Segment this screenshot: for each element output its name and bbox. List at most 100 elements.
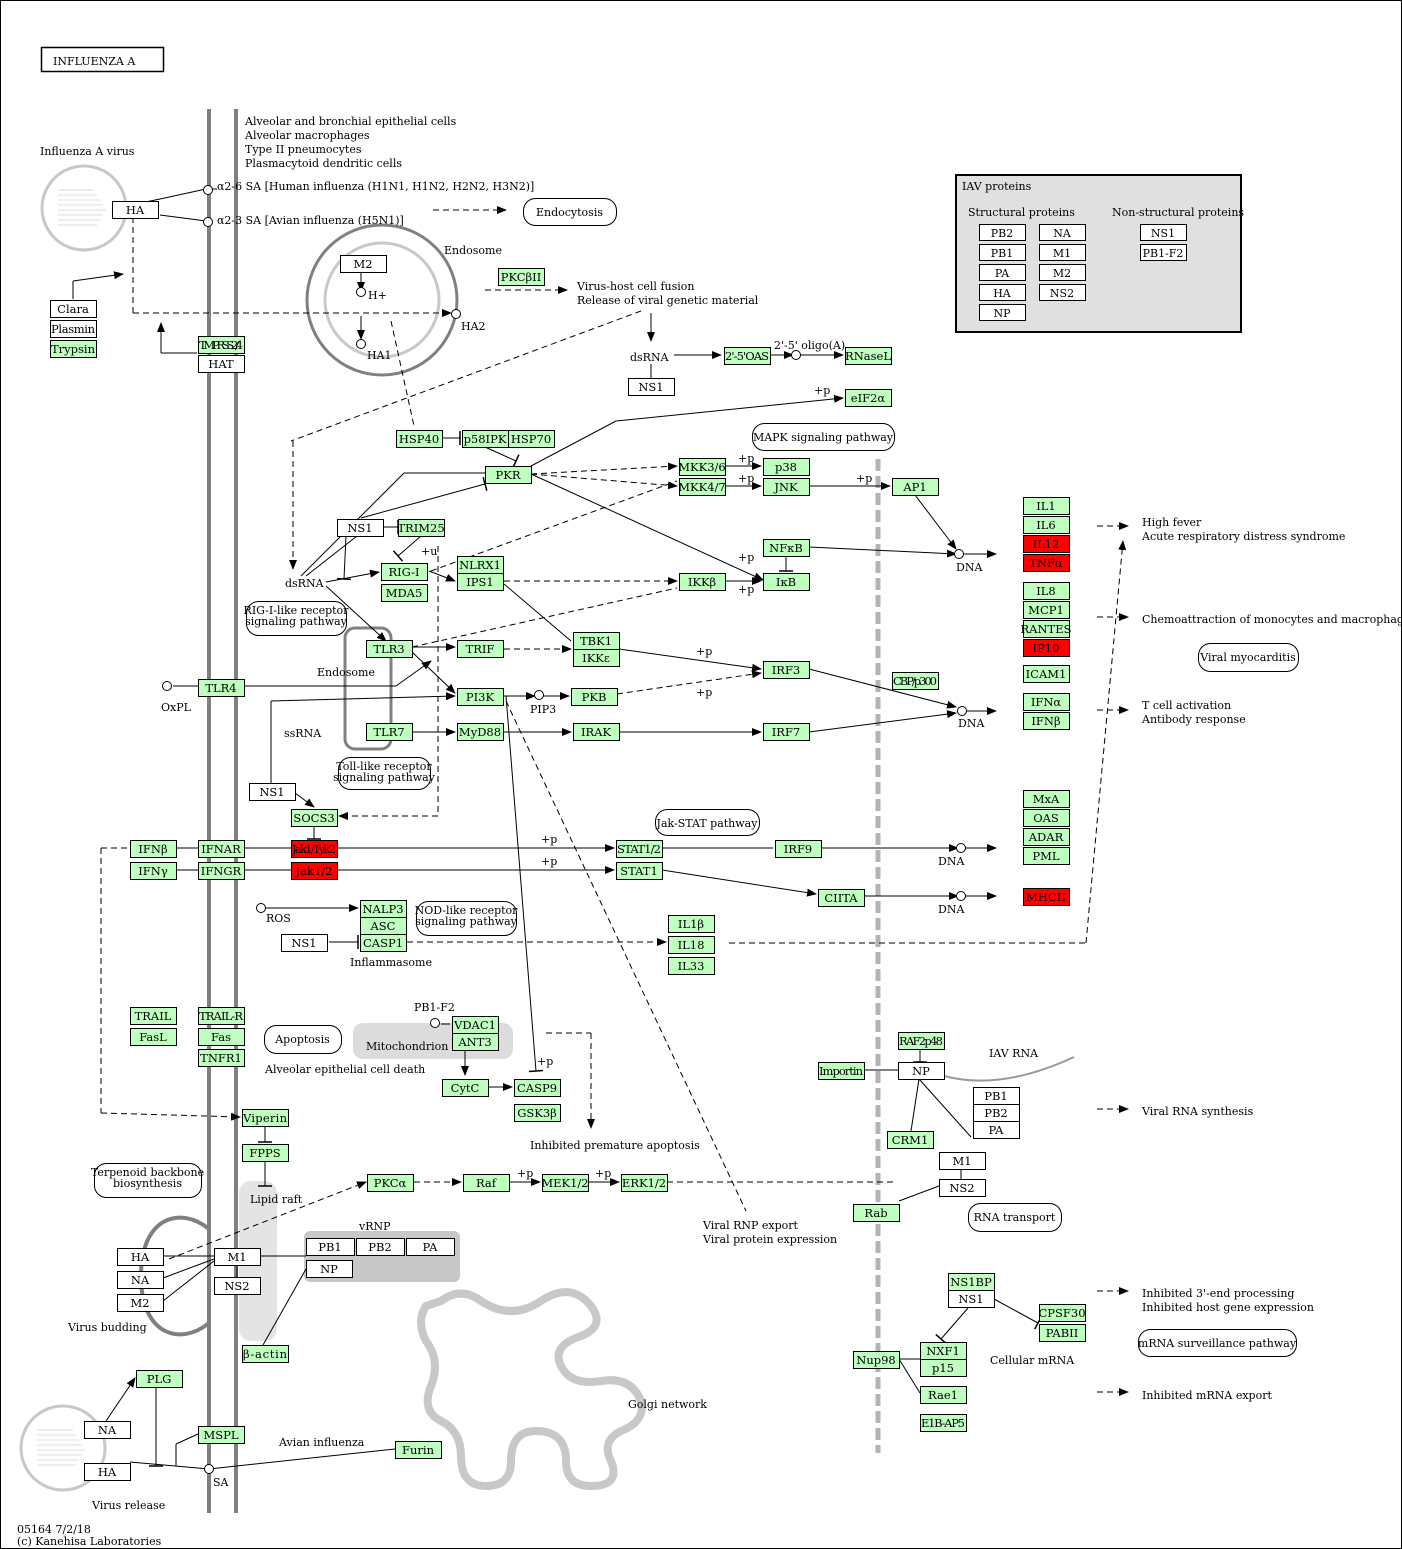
node-m1_n[interactable]: M1 xyxy=(939,1152,986,1170)
node-adar[interactable]: ADAR xyxy=(1023,828,1070,846)
node-rnasel[interactable]: RNaseL xyxy=(845,347,892,365)
node-il18[interactable]: IL18 xyxy=(668,936,715,954)
compound-node[interactable] xyxy=(256,903,266,913)
node-pb1_n[interactable]: PB1 xyxy=(973,1087,1020,1105)
node-stat12[interactable]: STAT1/2 xyxy=(616,840,663,858)
node-pml[interactable]: PML xyxy=(1023,847,1070,865)
node-ifnb_l[interactable]: IFNβ xyxy=(130,840,177,858)
node-ha_b[interactable]: HA xyxy=(117,1248,164,1266)
node-fas[interactable]: Fas xyxy=(198,1028,245,1046)
node-ha_c[interactable]: HA xyxy=(84,1463,131,1481)
compound-node[interactable] xyxy=(203,217,213,227)
node-p58ipk[interactable]: p58IPK xyxy=(462,430,509,448)
node-ifnb_r[interactable]: IFNβ xyxy=(1023,712,1070,730)
pathway-link-myocarditis[interactable]: Viral myocarditis xyxy=(1198,643,1299,672)
node-jnk[interactable]: JNK xyxy=(763,478,810,496)
node-trif[interactable]: TRIF xyxy=(457,640,504,658)
node-p38[interactable]: p38 xyxy=(763,458,810,476)
node-pb1_v[interactable]: PB1 xyxy=(306,1238,355,1256)
node-trail[interactable]: TRAIL xyxy=(130,1007,177,1025)
pathway-link-jakstat[interactable]: Jak-STAT pathway xyxy=(655,809,760,836)
node-jak12[interactable]: Jak1/2 xyxy=(291,862,338,880)
node-ha_top[interactable]: HA xyxy=(112,201,159,219)
node-mhcii[interactable]: MHCII xyxy=(1023,888,1070,906)
pathway-link-rnatransport[interactable]: RNA transport xyxy=(968,1203,1062,1232)
node-tlr4[interactable]: TLR4 xyxy=(198,679,245,697)
node-trypsin[interactable]: Trypsin xyxy=(50,340,97,358)
node-rae1[interactable]: Rae1 xyxy=(920,1386,967,1404)
node-casp9[interactable]: CASP9 xyxy=(514,1079,561,1097)
node-vdac1[interactable]: VDAC1 xyxy=(452,1016,499,1034)
node-pkcbii[interactable]: PKCβII xyxy=(498,268,545,286)
pathway-link-mapk[interactable]: MAPK signaling pathway xyxy=(752,423,895,451)
node-il6[interactable]: IL6 xyxy=(1023,516,1070,534)
compound-node[interactable] xyxy=(956,843,966,853)
node-pabii[interactable]: PABII xyxy=(1039,1324,1086,1342)
node-pb2_v[interactable]: PB2 xyxy=(356,1238,405,1256)
node-stat1[interactable]: STAT1 xyxy=(616,862,663,880)
node-trim25[interactable]: TRIM25 xyxy=(397,519,445,537)
node-tnfr1[interactable]: TNFR1 xyxy=(198,1049,245,1067)
node-m1_b[interactable]: M1 xyxy=(214,1248,261,1266)
node-m2_endo[interactable]: M2 xyxy=(340,255,387,273)
node-mspl[interactable]: MSPL xyxy=(198,1426,245,1444)
node-e1bap5[interactable]: E1B-AP5 xyxy=(920,1414,967,1432)
node-hat[interactable]: HAT xyxy=(198,355,245,373)
pathway-link-apoptosis[interactable]: Apoptosis xyxy=(264,1025,342,1054)
compound-node[interactable] xyxy=(791,350,801,360)
node-ns1_b[interactable]: NS1 xyxy=(337,519,384,537)
node-oas25[interactable]: 2'-5'OAS xyxy=(724,347,771,365)
compound-node[interactable] xyxy=(954,549,964,559)
node-pkr[interactable]: PKR xyxy=(485,466,532,484)
node-il12[interactable]: IL12 xyxy=(1023,535,1070,553)
node-m2_b[interactable]: M2 xyxy=(117,1294,164,1312)
node-rab[interactable]: Rab xyxy=(853,1204,900,1222)
node-socs3[interactable]: SOCS3 xyxy=(291,809,338,827)
node-pkb[interactable]: PKB xyxy=(571,688,618,706)
node-eif2a[interactable]: eIF2α xyxy=(845,389,892,407)
node-nalp3[interactable]: NALP3 xyxy=(360,900,407,918)
node-ciita[interactable]: CIITA xyxy=(818,889,865,907)
node-ns1_d[interactable]: NS1 xyxy=(281,934,328,952)
node-clara[interactable]: Clara xyxy=(50,300,97,318)
node-ikke[interactable]: IKKε xyxy=(573,649,620,667)
node-icam1[interactable]: ICAM1 xyxy=(1023,665,1070,683)
node-p15[interactable]: p15 xyxy=(920,1359,967,1377)
node-ip10[interactable]: IP10 xyxy=(1023,639,1070,657)
node-np_v[interactable]: NP xyxy=(306,1260,353,1278)
node-furin[interactable]: Furin xyxy=(395,1441,442,1459)
node-ns1_c[interactable]: NS1 xyxy=(249,783,296,801)
node-cbp[interactable]: CBP/p300 xyxy=(892,672,939,690)
node-raf2p48[interactable]: RAF2p48 xyxy=(898,1032,945,1050)
node-tmprss[interactable]: TMPRSS2/4 xyxy=(198,336,245,354)
node-il33[interactable]: IL33 xyxy=(668,957,715,975)
node-ns2_n[interactable]: NS2 xyxy=(939,1179,986,1197)
node-ikkb[interactable]: IKKβ xyxy=(679,573,726,591)
node-irak[interactable]: IRAK xyxy=(573,723,620,741)
node-cpsf30[interactable]: CPSF30 xyxy=(1038,1304,1086,1322)
compound-node[interactable] xyxy=(356,339,366,349)
node-il8[interactable]: IL8 xyxy=(1023,582,1070,600)
node-asc[interactable]: ASC xyxy=(360,917,407,935)
node-hsp70[interactable]: HSP70 xyxy=(508,430,555,448)
compound-node[interactable] xyxy=(162,681,172,691)
node-rigi[interactable]: RIG-I xyxy=(381,563,428,581)
node-ips1[interactable]: IPS1 xyxy=(457,573,504,591)
node-hsp40[interactable]: HSP40 xyxy=(396,430,443,448)
node-na_b[interactable]: NA xyxy=(117,1271,164,1289)
node-np_n[interactable]: NP xyxy=(898,1062,945,1080)
node-ns1_a[interactable]: NS1 xyxy=(628,378,675,396)
node-tnfa[interactable]: TNFα xyxy=(1023,554,1070,572)
pathway-link-endocytosis[interactable]: Endocytosis xyxy=(523,198,617,226)
node-viperin[interactable]: Viperin xyxy=(242,1109,289,1127)
node-irf9[interactable]: IRF9 xyxy=(775,840,822,858)
node-pa_v[interactable]: PA xyxy=(406,1238,455,1256)
node-pb2_n[interactable]: PB2 xyxy=(973,1104,1020,1122)
node-il1[interactable]: IL1 xyxy=(1023,497,1070,515)
node-ifngr[interactable]: IFNGR xyxy=(198,862,245,880)
compound-node[interactable] xyxy=(956,891,966,901)
